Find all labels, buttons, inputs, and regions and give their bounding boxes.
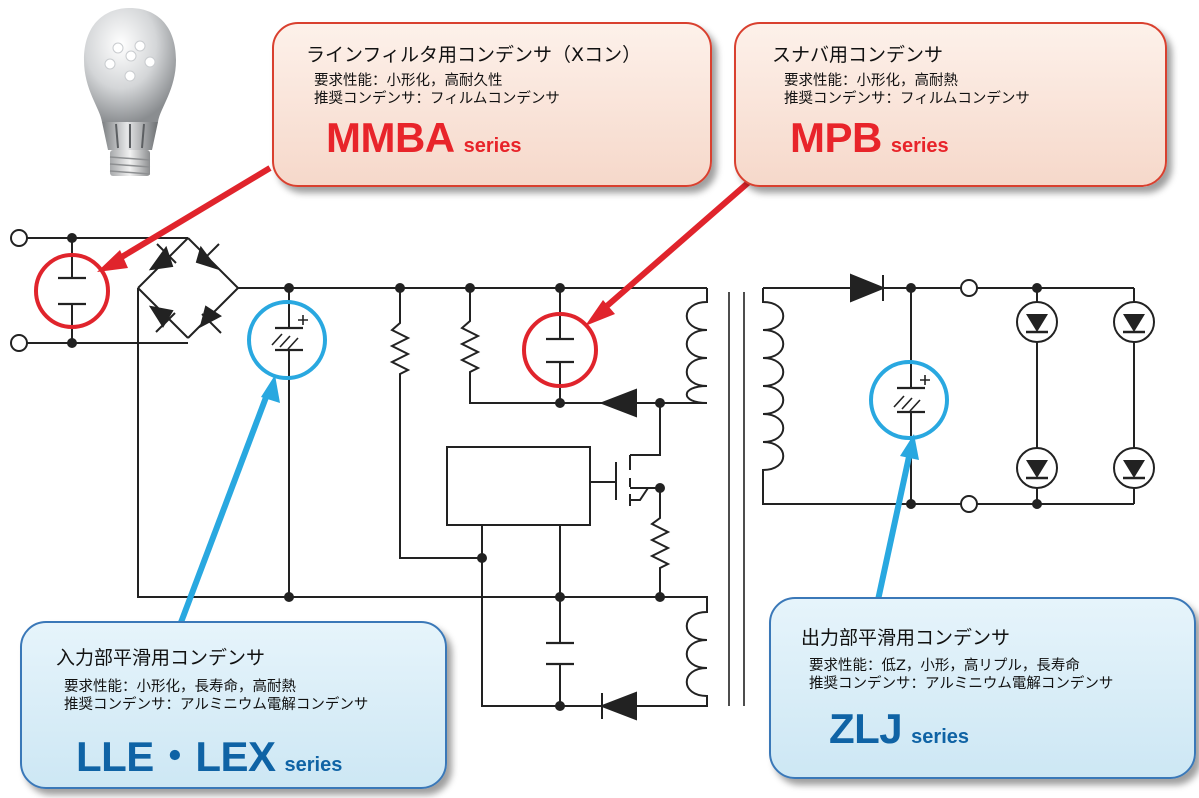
- led-string: [1016, 301, 1155, 489]
- callout-recommended: 推奨コンデンサ：フィルムコンデンサ: [314, 91, 560, 107]
- bridge-rectifier-diodes: [148, 243, 222, 334]
- series-label: LLE・LEX: [76, 733, 276, 780]
- series-suffix: series: [284, 754, 343, 776]
- led-symbol: [1016, 301, 1058, 343]
- callout-line-filter-capacitor: ラインフィルタ用コンデンサ（Xコン） 要求性能：小形化，高耐久性 推奨コンデンサ…: [272, 22, 712, 187]
- callout-recommended: 推奨コンデンサ：フィルムコンデンサ: [784, 91, 1030, 107]
- led-symbol: [1113, 447, 1155, 489]
- callout-arrows: [97, 165, 919, 627]
- led-bulb-icon: [84, 8, 176, 176]
- series-suffix: series: [890, 135, 949, 157]
- input-terminal-bottom: [10, 334, 28, 352]
- callout-title: 出力部平滑用コンデンサ: [801, 627, 1011, 649]
- series-label: ZLJ: [829, 705, 903, 752]
- output-capacitor-highlight-ring: [869, 360, 949, 440]
- callout-title: スナバ用コンデンサ: [772, 44, 944, 66]
- series-name: ZLJ series: [829, 705, 969, 753]
- callout-requirement: 要求性能：低Z，小形，高リプル，長寿命: [809, 658, 1080, 674]
- series-suffix: series: [463, 135, 522, 157]
- callout-input-smoothing-capacitor: 入力部平滑用コンデンサ 要求性能：小形化，長寿命，高耐熱 推奨コンデンサ：アルミ…: [20, 621, 447, 789]
- x-capacitor-highlight-ring: [34, 253, 110, 329]
- callout-requirement: 要求性能：小形化，高耐久性: [314, 73, 503, 89]
- input-capacitor-highlight-ring: [247, 300, 327, 380]
- series-name: MPB series: [790, 114, 949, 162]
- series-label: MPB: [790, 114, 882, 161]
- led-symbol: [1016, 447, 1058, 489]
- series-name: LLE・LEX series: [76, 723, 342, 784]
- callout-requirement: 要求性能：小形化，長寿命，高耐熱: [64, 679, 296, 695]
- snubber-capacitor-highlight-ring: [522, 312, 598, 388]
- callout-snubber-capacitor: スナバ用コンデンサ 要求性能：小形化，高耐熱 推奨コンデンサ：フィルムコンデンサ…: [734, 22, 1167, 187]
- series-suffix: series: [911, 726, 970, 748]
- callout-recommended: 推奨コンデンサ：アルミニウム電解コンデンサ: [809, 676, 1114, 692]
- circuit-wiring: [10, 229, 1136, 721]
- callout-title: ラインフィルタ用コンデンサ（Xコン）: [306, 44, 642, 66]
- series-name: MMBA series: [326, 114, 521, 162]
- callout-requirement: 要求性能：小形化，高耐熱: [784, 73, 958, 89]
- input-terminal-top: [10, 229, 28, 247]
- led-symbol: [1113, 301, 1155, 343]
- series-label: MMBA: [326, 114, 455, 161]
- callout-output-smoothing-capacitor: 出力部平滑用コンデンサ 要求性能：低Z，小形，高リプル，長寿命 推奨コンデンサ：…: [769, 597, 1196, 779]
- callout-title: 入力部平滑用コンデンサ: [56, 647, 266, 669]
- junction-dots: [67, 233, 1042, 711]
- callout-recommended: 推奨コンデンサ：アルミニウム電解コンデンサ: [64, 697, 369, 713]
